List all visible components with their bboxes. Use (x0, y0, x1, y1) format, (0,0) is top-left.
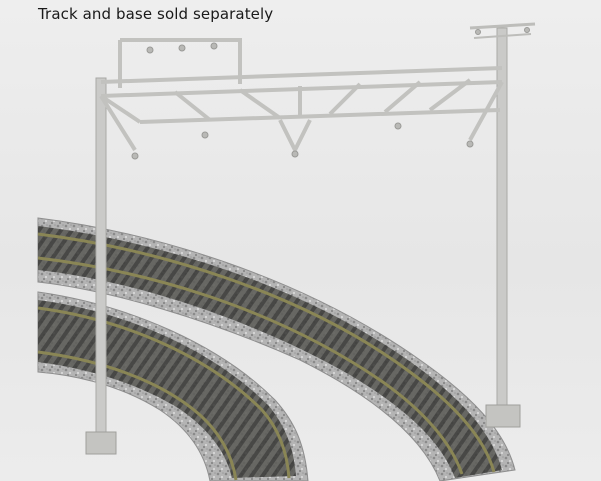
outer-track (37, 217, 516, 481)
catenary-mast-left (85, 77, 117, 455)
catenary-gantry (99, 38, 504, 155)
catenary-mast-right (469, 22, 536, 428)
insulators (131, 27, 530, 160)
caption-text: Track and base sold separately (38, 5, 274, 23)
